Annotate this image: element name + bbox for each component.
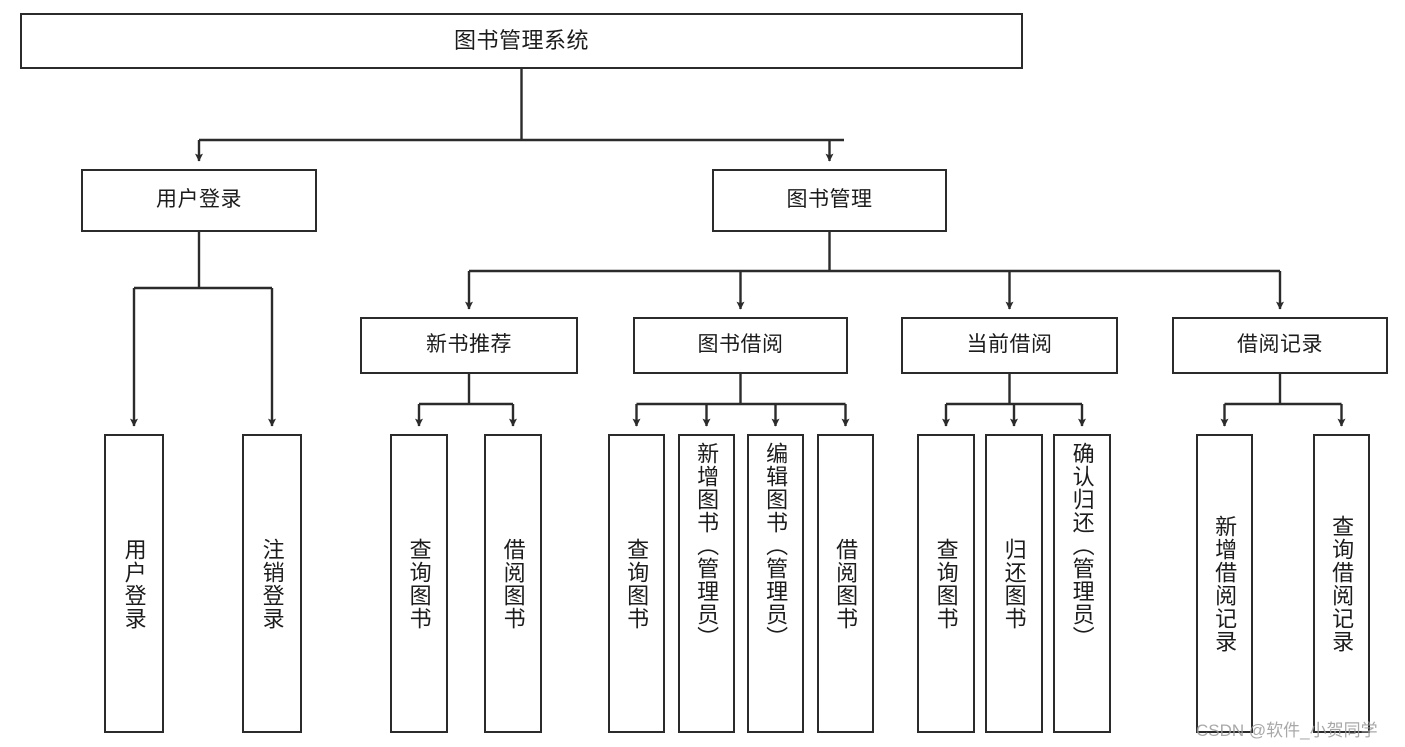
node-new-book-recommend[interactable]: 新书推荐 bbox=[360, 317, 578, 374]
node-leaf-borrow-book[interactable]: 借阅图书 bbox=[817, 434, 874, 733]
node-user-login-label: 用户登录 bbox=[156, 188, 242, 212]
node-leaf-borrow-book-recommend-label: 借阅图书 bbox=[500, 537, 526, 630]
node-leaf-user-login-label: 用户登录 bbox=[121, 537, 147, 630]
node-current-borrow-label: 当前借阅 bbox=[966, 333, 1053, 357]
node-leaf-query-borrow-record[interactable]: 查询借阅记录 bbox=[1313, 434, 1370, 733]
node-book-borrow[interactable]: 图书借阅 bbox=[633, 317, 848, 374]
node-leaf-query-book-recommend[interactable]: 查询图书 bbox=[390, 434, 448, 733]
node-leaf-query-book-borrow[interactable]: 查询图书 bbox=[608, 434, 665, 733]
node-user-login[interactable]: 用户登录 bbox=[81, 169, 317, 232]
node-leaf-add-book-admin-label: 新增图书（管理员） bbox=[694, 442, 720, 649]
node-leaf-edit-book-admin-label: 编辑图书（管理员） bbox=[763, 442, 789, 649]
node-leaf-confirm-return-admin-label: 确认归还（管理员） bbox=[1069, 442, 1095, 649]
node-leaf-add-borrow-record[interactable]: 新增借阅记录 bbox=[1196, 434, 1253, 733]
node-book-manage-label: 图书管理 bbox=[786, 188, 873, 212]
node-root-label: 图书管理系统 bbox=[453, 28, 589, 54]
node-current-borrow[interactable]: 当前借阅 bbox=[901, 317, 1118, 374]
node-leaf-query-borrow-record-label: 查询借阅记录 bbox=[1329, 514, 1355, 653]
node-book-manage[interactable]: 图书管理 bbox=[712, 169, 947, 232]
node-leaf-borrow-book-label: 借阅图书 bbox=[833, 537, 859, 630]
node-new-book-recommend-label: 新书推荐 bbox=[426, 333, 512, 357]
csdn-watermark: CSDN @软件_小贺同学 bbox=[1196, 721, 1378, 740]
node-leaf-user-logout-label: 注销登录 bbox=[259, 537, 285, 630]
node-leaf-user-logout[interactable]: 注销登录 bbox=[242, 434, 302, 733]
node-leaf-query-book-borrow-label: 查询图书 bbox=[624, 537, 650, 630]
node-leaf-query-book-current-label: 查询图书 bbox=[933, 537, 959, 630]
node-leaf-borrow-book-recommend[interactable]: 借阅图书 bbox=[484, 434, 542, 733]
node-leaf-return-book-label: 归还图书 bbox=[1001, 537, 1027, 630]
node-leaf-return-book[interactable]: 归还图书 bbox=[985, 434, 1043, 733]
node-borrow-record-label: 借阅记录 bbox=[1237, 333, 1323, 357]
node-leaf-add-book-admin[interactable]: 新增图书（管理员） bbox=[678, 434, 735, 733]
node-leaf-edit-book-admin[interactable]: 编辑图书（管理员） bbox=[747, 434, 804, 733]
node-borrow-record[interactable]: 借阅记录 bbox=[1172, 317, 1388, 374]
node-book-borrow-label: 图书借阅 bbox=[697, 333, 784, 357]
node-leaf-query-book-current[interactable]: 查询图书 bbox=[917, 434, 975, 733]
node-leaf-user-login[interactable]: 用户登录 bbox=[104, 434, 164, 733]
node-leaf-confirm-return-admin[interactable]: 确认归还（管理员） bbox=[1053, 434, 1111, 733]
node-leaf-query-book-recommend-label: 查询图书 bbox=[406, 537, 432, 630]
node-root[interactable]: 图书管理系统 bbox=[20, 13, 1023, 69]
node-leaf-add-borrow-record-label: 新增借阅记录 bbox=[1212, 514, 1238, 653]
